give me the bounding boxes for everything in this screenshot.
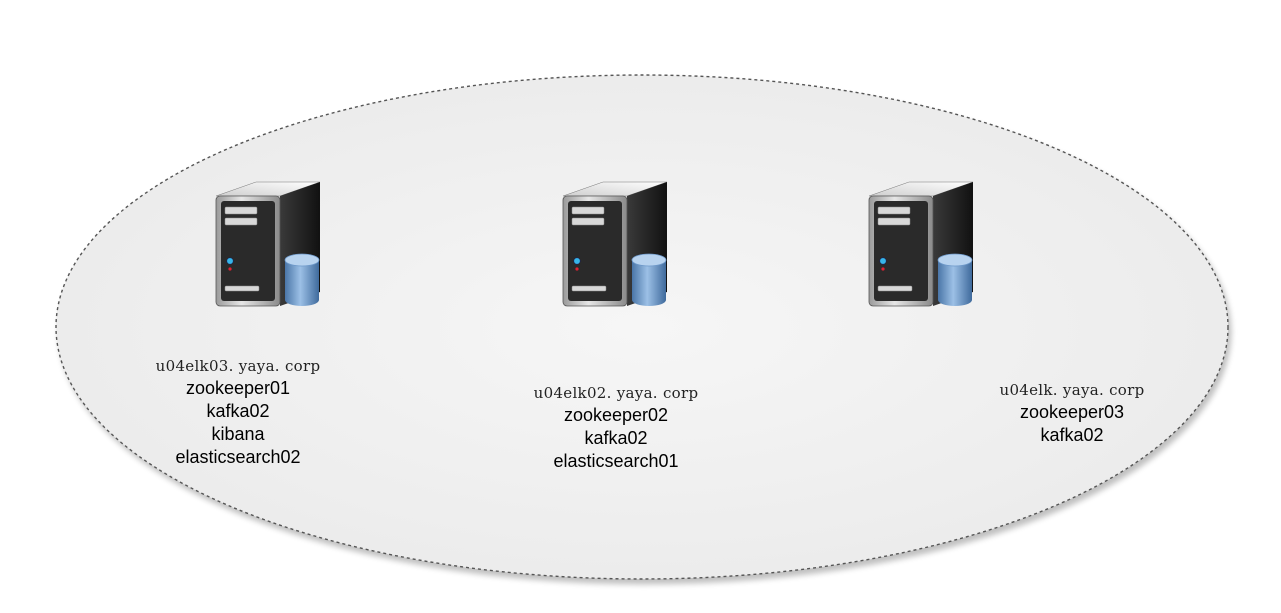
cluster-boundary	[55, 74, 1229, 580]
server-icon-node-1	[208, 174, 333, 314]
node-3-hostname: u04elk. yaya. corp	[999, 381, 1145, 399]
node-3-service-zookeeper: zookeeper03	[1019, 402, 1125, 422]
node-2-hostname: u04elk02. yaya. corp	[533, 384, 699, 402]
node-3-label: u04elk. yaya. corp zookeeper03 kafka02	[972, 379, 1172, 447]
node-1-label: u04elk03. yaya. corp zookeeper01 kafka02…	[138, 355, 338, 469]
server-database-icon	[562, 181, 668, 307]
node-1-hostname: u04elk03. yaya. corp	[155, 357, 321, 375]
server-icon-node-3	[861, 174, 986, 314]
node-1-service-kibana: kibana	[211, 424, 265, 444]
node-3-service-kafka: kafka02	[1040, 425, 1104, 445]
node-1-service-elasticsearch: elasticsearch02	[175, 447, 301, 467]
server-database-icon	[215, 181, 321, 307]
node-2-service-kafka: kafka02	[584, 428, 648, 448]
node-1-service-kafka: kafka02	[206, 401, 270, 421]
node-2-service-zookeeper: zookeeper02	[563, 405, 669, 425]
node-2-service-elasticsearch: elasticsearch01	[553, 451, 679, 471]
node-2-label: u04elk02. yaya. corp zookeeper02 kafka02…	[516, 382, 716, 473]
node-1-service-zookeeper: zookeeper01	[185, 378, 291, 398]
server-database-icon	[868, 181, 974, 307]
server-icon-node-2	[555, 174, 680, 314]
